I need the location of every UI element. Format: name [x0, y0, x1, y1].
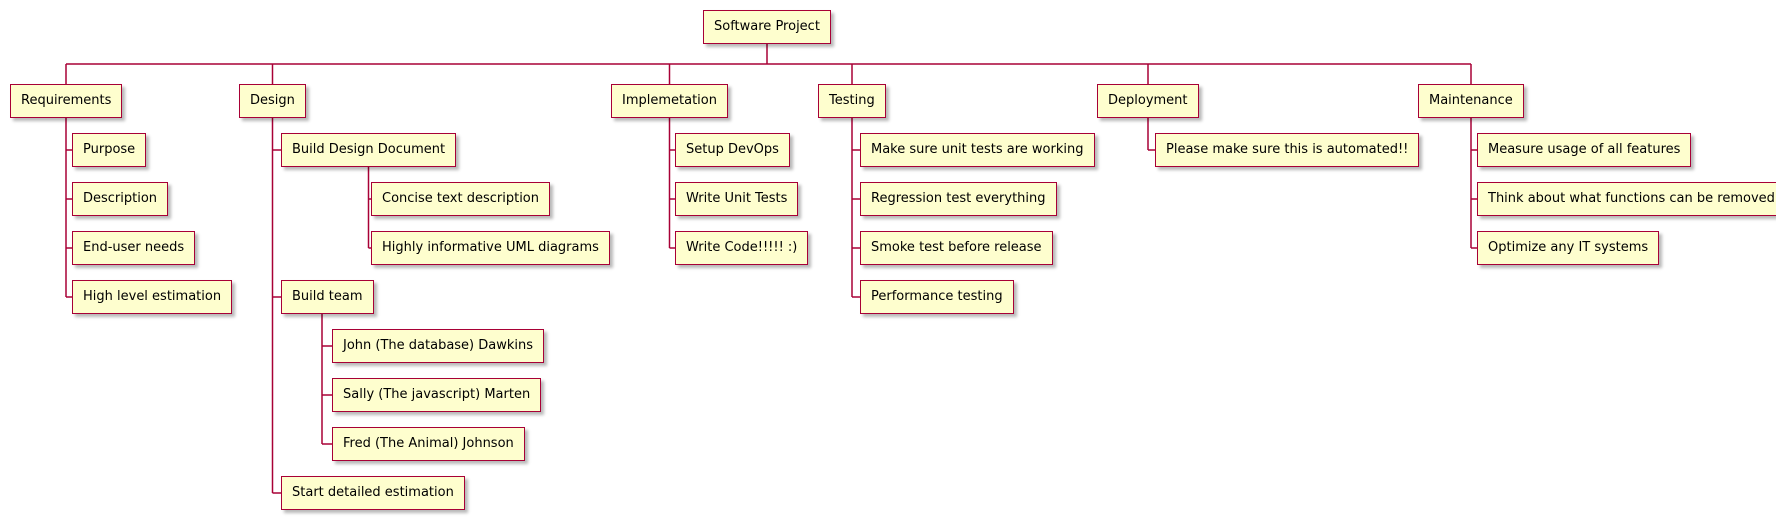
node-end-user-needs[interactable]: End-user needs [72, 231, 196, 265]
node-regression-test[interactable]: Regression test everything [860, 182, 1057, 216]
node-uml-diagrams[interactable]: Highly informative UML diagrams [371, 231, 610, 265]
node-deployment[interactable]: Deployment [1097, 84, 1199, 118]
node-purpose[interactable]: Purpose [72, 133, 147, 167]
node-optimize-it[interactable]: Optimize any IT systems [1477, 231, 1660, 265]
node-automated-deployment[interactable]: Please make sure this is automated!! [1155, 133, 1420, 167]
node-measure-usage[interactable]: Measure usage of all features [1477, 133, 1692, 167]
node-description[interactable]: Description [72, 182, 169, 216]
node-team-member-fred[interactable]: Fred (The Animal) Johnson [332, 427, 525, 461]
node-write-unit-tests[interactable]: Write Unit Tests [675, 182, 799, 216]
node-testing[interactable]: Testing [818, 84, 886, 118]
node-design[interactable]: Design [239, 84, 306, 118]
node-performance-testing[interactable]: Performance testing [860, 280, 1014, 314]
node-unit-tests-working[interactable]: Make sure unit tests are working [860, 133, 1095, 167]
node-remove-functions[interactable]: Think about what functions can be remove… [1477, 182, 1776, 216]
node-setup-devops[interactable]: Setup DevOps [675, 133, 790, 167]
node-implementation[interactable]: Implemetation [611, 84, 728, 118]
node-root[interactable]: Software Project [703, 10, 831, 44]
node-build-team[interactable]: Build team [281, 280, 374, 314]
node-build-design-document[interactable]: Build Design Document [281, 133, 457, 167]
node-start-detailed-estimation[interactable]: Start detailed estimation [281, 476, 465, 510]
node-concise-text-description[interactable]: Concise text description [371, 182, 551, 216]
node-high-level-estimation[interactable]: High level estimation [72, 280, 233, 314]
node-team-member-sally[interactable]: Sally (The javascript) Marten [332, 378, 542, 412]
node-maintenance[interactable]: Maintenance [1418, 84, 1524, 118]
node-team-member-john[interactable]: John (The database) Dawkins [332, 329, 545, 363]
node-smoke-test[interactable]: Smoke test before release [860, 231, 1053, 265]
node-requirements[interactable]: Requirements [10, 84, 123, 118]
node-write-code[interactable]: Write Code!!!!! :) [675, 231, 809, 265]
